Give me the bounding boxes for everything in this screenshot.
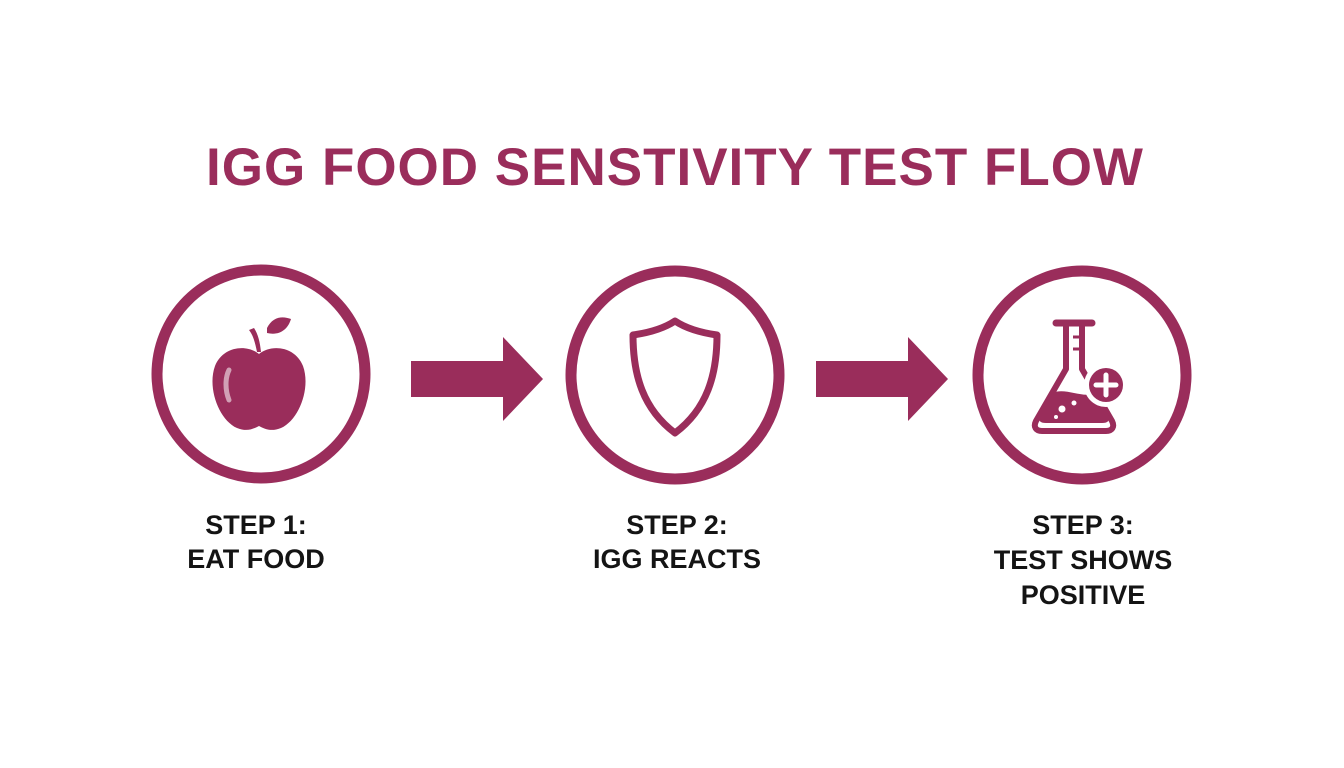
- step-2-label: STEP 2: IGG REACTS: [547, 508, 807, 576]
- page-title: IGG FOOD SENSTIVITY TEST FLOW: [206, 138, 1144, 197]
- step-3-description-line-2: POSITIVE: [1020, 580, 1146, 610]
- arrow-1: [409, 337, 545, 421]
- shield-icon: [565, 265, 785, 485]
- flask-plus-icon: [972, 265, 1192, 485]
- step-3-label: STEP 3: TEST SHOWS POSITIVE: [953, 508, 1213, 613]
- arrow-right-icon: [816, 337, 948, 421]
- step-1-label: STEP 1: EAT FOOD: [126, 508, 386, 576]
- step-2-title: STEP 2:: [626, 510, 728, 540]
- step-2-description: IGG REACTS: [592, 544, 761, 574]
- step-1-description: EAT FOOD: [187, 544, 325, 574]
- step-3-title: STEP 3:: [1032, 510, 1134, 540]
- arrow-right-icon: [411, 337, 543, 421]
- step-3-circle: [970, 263, 1194, 487]
- arrow-2: [814, 337, 950, 421]
- apple-icon: [151, 264, 371, 484]
- step-1-circle: [149, 262, 373, 486]
- step-1-title: STEP 1:: [205, 510, 307, 540]
- step-2-circle: [563, 263, 787, 487]
- step-3-description-line-1: TEST SHOWS: [993, 545, 1173, 575]
